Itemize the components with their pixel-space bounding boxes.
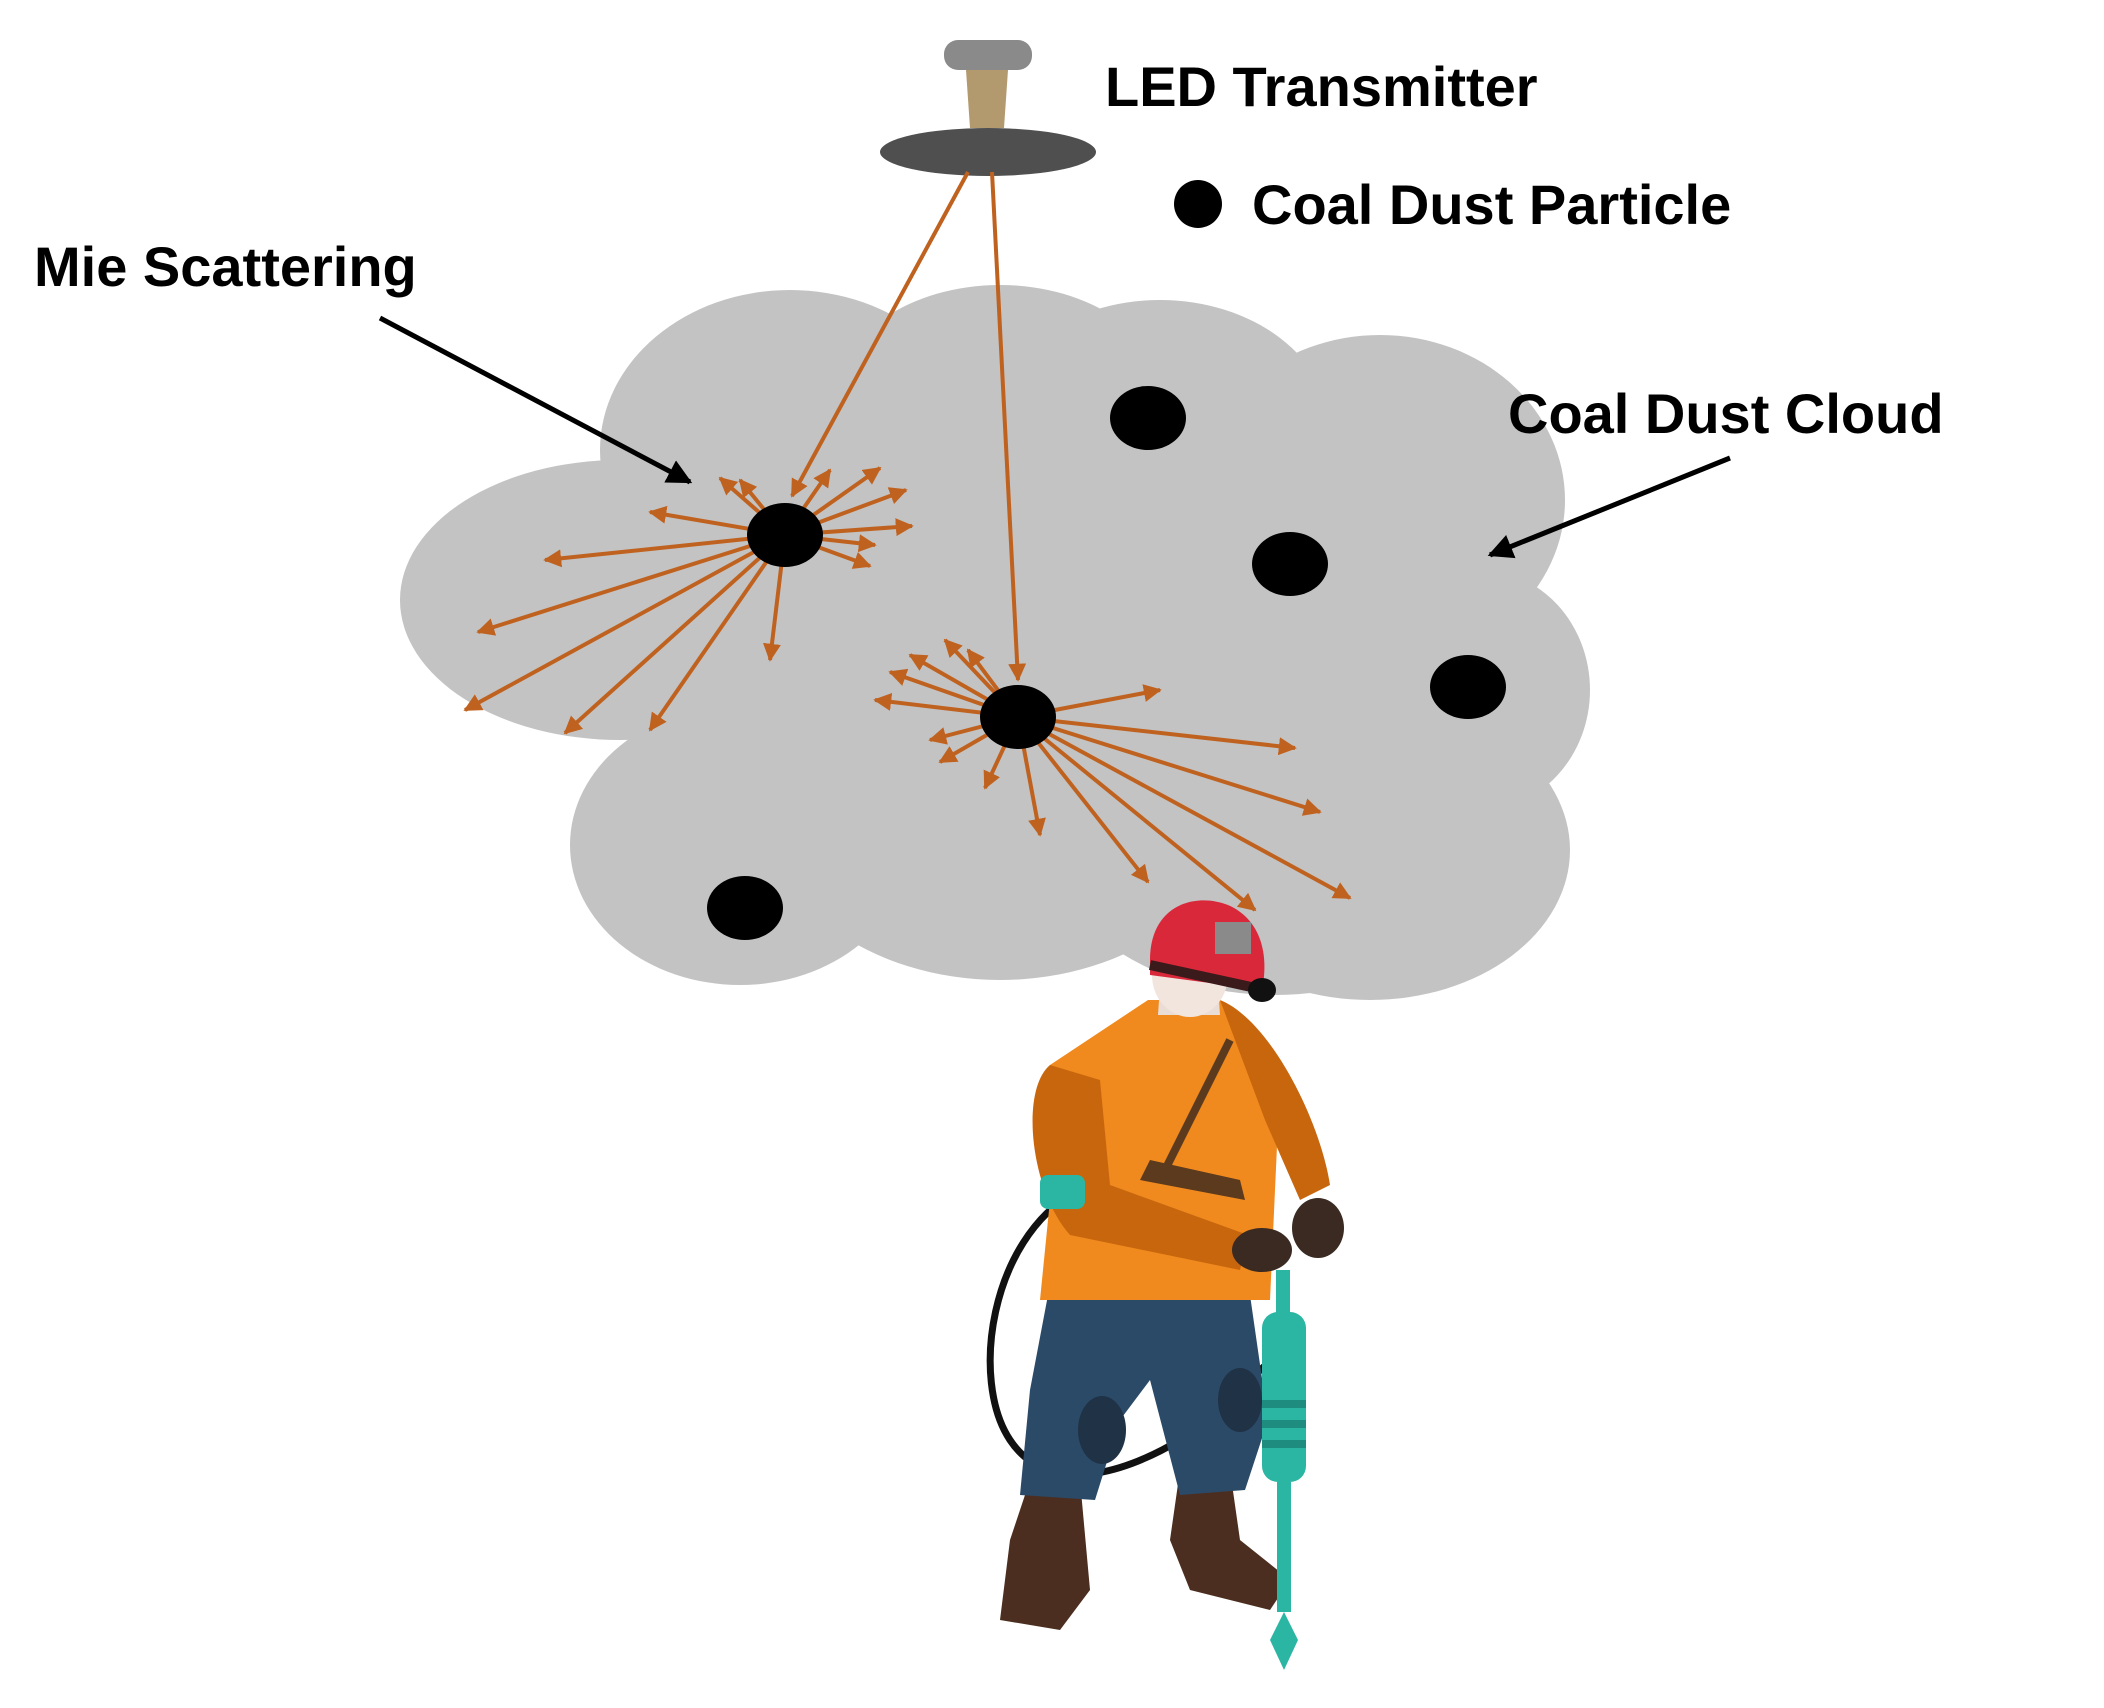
coal-dust-particle xyxy=(1110,386,1186,450)
coal-dust-particle xyxy=(1430,655,1506,719)
scattered-light-ray xyxy=(476,533,786,636)
coal-dust-particle xyxy=(980,685,1056,749)
coal-dust-particles xyxy=(707,386,1506,940)
label-led-transmitter: LED Transmitter xyxy=(1105,55,1538,118)
label-coal-dust-particle: Coal Dust Particle xyxy=(1252,173,1731,236)
scattered-light-ray xyxy=(563,533,787,735)
scattered-light-ray xyxy=(543,533,786,568)
scattered-light-ray xyxy=(1017,715,1297,756)
mie-scattering-pointer-arrow xyxy=(378,315,693,485)
scattered-light-ray xyxy=(463,533,786,712)
led-lamp-icon xyxy=(880,40,1096,176)
scattered-light-ray xyxy=(1017,715,1352,900)
miner-with-jackhammer-icon xyxy=(986,900,1344,1670)
coal-dust-particle xyxy=(707,876,783,940)
scattered-rays-particle-2 xyxy=(873,638,1352,912)
coal-dust-cloud-pointer-arrow xyxy=(1487,455,1731,559)
scattered-light-ray xyxy=(1016,715,1150,884)
incident-light-rays xyxy=(790,171,1027,682)
scattered-light-ray xyxy=(1017,715,1322,816)
legend-particle-dot xyxy=(1174,180,1222,228)
coal-dust-particle xyxy=(1252,532,1328,596)
scattered-light-ray xyxy=(1016,715,1257,912)
scattered-light-ray xyxy=(648,533,787,732)
coal-dust-particle xyxy=(747,503,823,567)
label-coal-dust-cloud: Coal Dust Cloud xyxy=(1508,382,1944,445)
coal-dust-cloud xyxy=(400,285,1590,1000)
label-mie-scattering: Mie Scattering xyxy=(34,235,417,298)
